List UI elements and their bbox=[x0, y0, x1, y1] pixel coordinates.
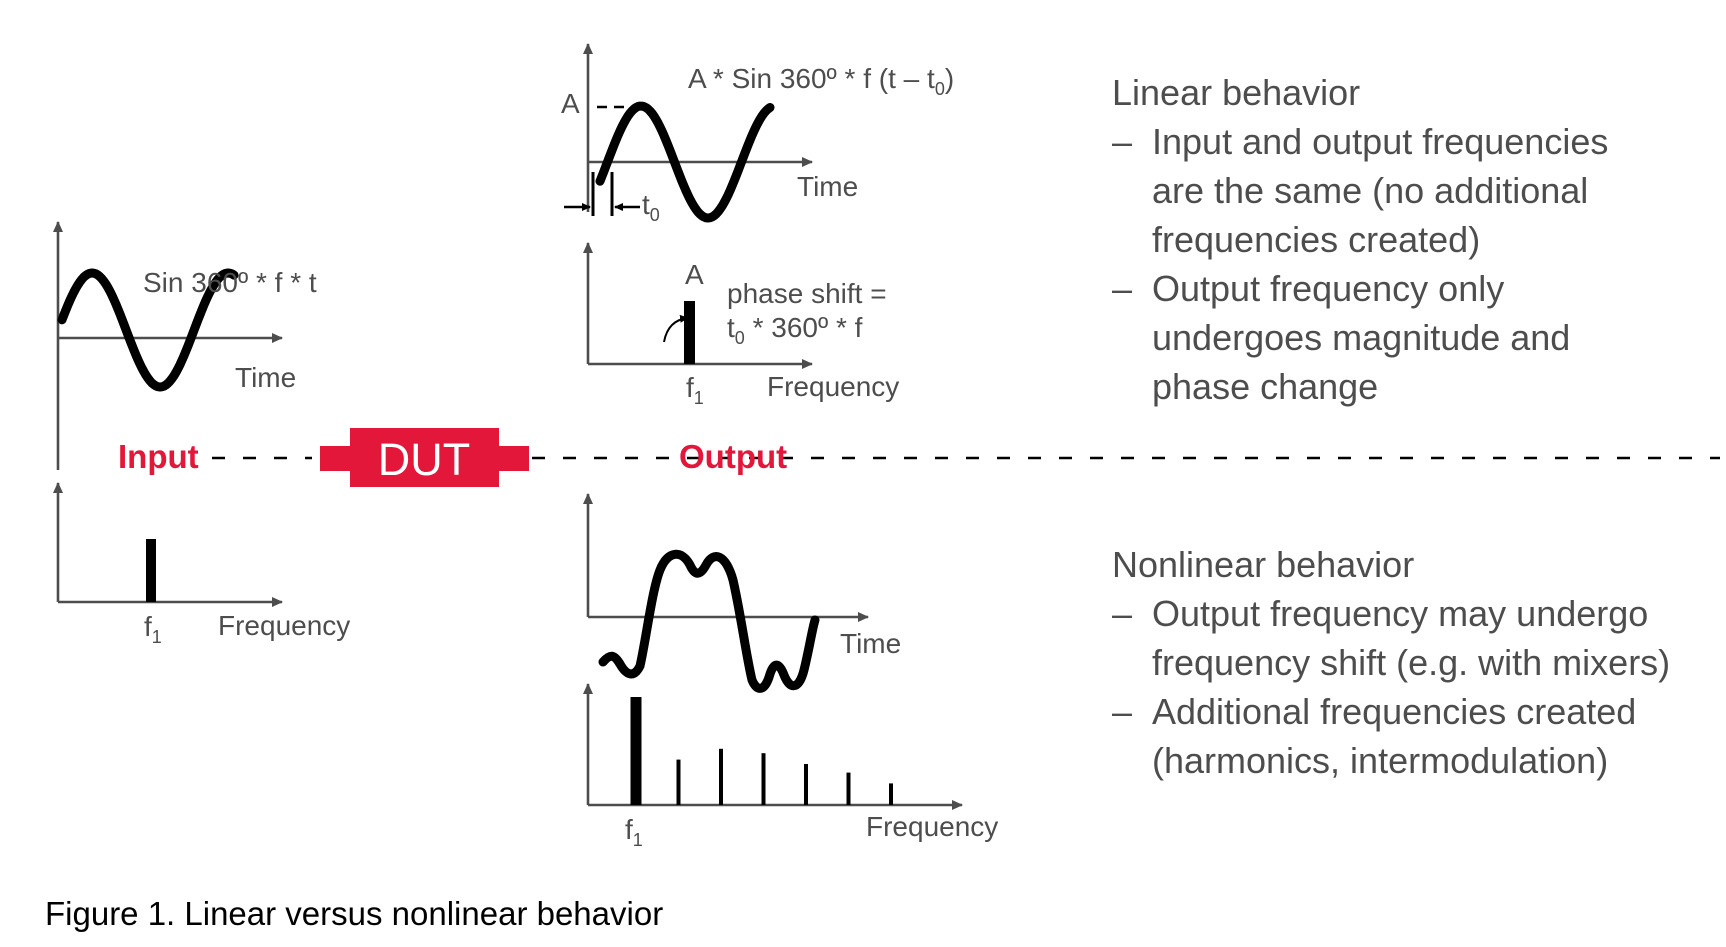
nonlinear-freq-axis-label: Frequency bbox=[866, 811, 998, 842]
dut-left-terminal bbox=[320, 446, 350, 471]
linear-output-frequency-plot: A phase shift = t0 * 360º * f f1 Frequen… bbox=[583, 242, 899, 408]
linear-output-time-plot: A A * Sin 360º * f (t – t0) t0 Time bbox=[561, 43, 954, 225]
input-sine-wave bbox=[57, 268, 239, 392]
fundamental-spectral-line bbox=[630, 697, 642, 805]
input-frequency-plot: f1 Frequency bbox=[53, 482, 350, 647]
harmonic-spectral-line bbox=[676, 759, 681, 805]
linear-freq-amplitude-label: A bbox=[685, 259, 704, 290]
output-label: Output bbox=[679, 438, 787, 475]
bullet-line: Output frequency only bbox=[1152, 268, 1505, 309]
input-time-formula: Sin 360º * f * t bbox=[143, 267, 317, 298]
bullet-dash: – bbox=[1112, 691, 1133, 732]
nonlinear-distorted-wave bbox=[598, 549, 820, 693]
linear-output-sine-wave bbox=[595, 101, 775, 223]
linear-tone-label: f1 bbox=[686, 372, 704, 408]
bullet-dash: – bbox=[1112, 268, 1133, 309]
bullet-line: Input and output frequencies bbox=[1152, 121, 1609, 162]
phase-shift-arrow bbox=[663, 314, 689, 343]
linear-spectral-line bbox=[684, 301, 695, 364]
bullet-line: phase change bbox=[1152, 366, 1379, 407]
input-spectral-line bbox=[146, 539, 156, 602]
input-label: Input bbox=[118, 438, 199, 475]
dut-right-terminal bbox=[499, 446, 529, 471]
nonlinear-tone-label: f1 bbox=[625, 814, 643, 850]
nonlinear-output-time-plot: Time bbox=[583, 493, 901, 693]
linear-time-axis-label: Time bbox=[797, 171, 858, 202]
nonlinear-spectrum bbox=[630, 697, 893, 805]
bullet-item: –Output frequency may undergo frequency s… bbox=[1112, 589, 1670, 687]
linear-behavior-panel: Linear behavior –Input and output freque… bbox=[1112, 68, 1608, 411]
linear-amplitude-label: A bbox=[561, 88, 580, 119]
input-time-plot: Sin 360º * f * t Time bbox=[53, 221, 317, 470]
harmonic-spectral-line bbox=[804, 764, 808, 805]
nonlinear-behavior-title: Nonlinear behavior bbox=[1112, 544, 1415, 585]
bullet-item: –Input and output frequencies are the sam… bbox=[1112, 117, 1608, 264]
nonlinear-behavior-panel: Nonlinear behavior –Output frequency may… bbox=[1112, 540, 1670, 785]
dut-block bbox=[350, 428, 499, 487]
bullet-line: Output frequency may undergo bbox=[1152, 593, 1649, 634]
linear-freq-axis-label: Frequency bbox=[767, 371, 899, 402]
harmonic-spectral-line bbox=[761, 753, 766, 805]
dut-chain: DUT Input Output bbox=[118, 428, 1720, 487]
bullet-line: frequencies created) bbox=[1152, 219, 1481, 260]
bullet-line: frequency shift (e.g. with mixers) bbox=[1152, 642, 1671, 683]
harmonic-spectral-line bbox=[889, 783, 893, 805]
bullet-line: Additional frequencies created bbox=[1152, 691, 1637, 732]
input-time-axis-label: Time bbox=[235, 362, 296, 393]
nonlinear-output-frequency-plot: f1 Frequency bbox=[583, 683, 998, 850]
linear-behavior-title: Linear behavior bbox=[1112, 72, 1361, 113]
bullet-item: –Output frequency only undergoes magnitud… bbox=[1112, 264, 1608, 411]
harmonic-spectral-line bbox=[719, 748, 723, 805]
bullet-line: (harmonics, intermodulation) bbox=[1152, 740, 1609, 781]
figure-caption: Figure 1. Linear versus nonlinear behavi… bbox=[45, 895, 664, 932]
linear-time-formula: A * Sin 360º * f (t – t0) bbox=[688, 63, 954, 99]
nonlinear-time-axis-label: Time bbox=[840, 628, 901, 659]
delay-label: t0 bbox=[642, 189, 660, 225]
bullet-dash: – bbox=[1112, 593, 1133, 634]
input-freq-axis-label: Frequency bbox=[218, 610, 350, 641]
harmonic-spectral-line bbox=[846, 772, 851, 805]
bullet-line: undergoes magnitude and bbox=[1152, 317, 1571, 358]
phase-shift-line2: t0 * 360º * f bbox=[727, 312, 863, 348]
dut-label: DUT bbox=[378, 434, 470, 485]
bullet-item: –Additional frequencies created (harmonic… bbox=[1112, 687, 1670, 785]
phase-shift-line1: phase shift = bbox=[727, 278, 887, 309]
bullet-dash: – bbox=[1112, 121, 1133, 162]
input-tone-label: f1 bbox=[144, 611, 162, 647]
bullet-line: are the same (no additional bbox=[1152, 170, 1589, 211]
